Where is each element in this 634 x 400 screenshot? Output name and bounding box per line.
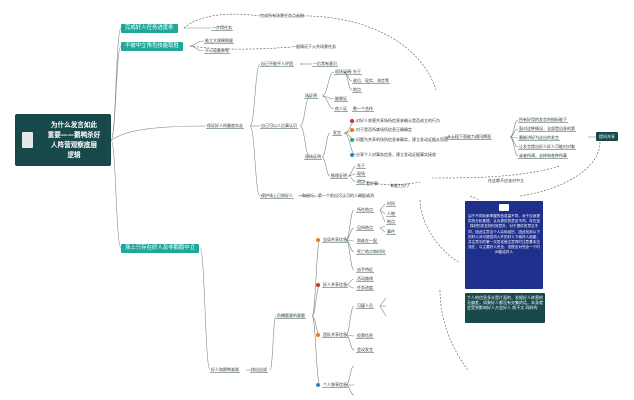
- camera-icon: [499, 204, 509, 211]
- lower-leaf-7: 可疑人员: [356, 303, 374, 309]
- leaf-neutral-a: 能之大规模限量: [204, 38, 234, 44]
- lower-leaf-0: 所在地点: [356, 207, 374, 213]
- note-top-a: 完成所有场景任务点击按: [260, 13, 304, 18]
- green-dot-icon: [350, 138, 354, 142]
- orange-dot-icon: [316, 238, 320, 242]
- right-link: 从上段下面能力通讯牌面: [446, 134, 492, 140]
- blue-dot-icon: [316, 383, 320, 387]
- red-dot-icon: [316, 283, 320, 287]
- right-list-2: 最能讲好为这出的发言: [518, 135, 560, 141]
- deep-1: 人物: [386, 211, 396, 217]
- colored-row-3: 分享个人对事务信息，建立发动证据事实接收: [356, 152, 436, 157]
- lower-leaf-8: 投票信息: [356, 333, 374, 339]
- dark-card: 个人的信息多半是片面的，发掘好人阵营的无偏差，如果好人都没有交集的话，本身就会受…: [465, 293, 545, 323]
- right-list-1: 面对这种情况，全部是自身的第: [518, 126, 576, 132]
- row-label-3: 数一个合作: [352, 106, 374, 112]
- node-protect-note: 一和经行、第一个前出可认可的人确配或消: [298, 193, 374, 198]
- root-topic: 为什么发言如此 重要——鹅鸭杀好 人阵营观察底层 逻辑: [15, 114, 111, 166]
- mid-item-4: 发言: [332, 130, 342, 136]
- row-label-2: 地点: [352, 87, 362, 93]
- mid-item-5: 现场证明: [304, 154, 322, 160]
- document-icon: [22, 132, 33, 148]
- lower-branch-0: 全局共享信息: [322, 237, 348, 243]
- lower-branch-3: 个人独享信息: [322, 382, 348, 388]
- lower-leaf-1: 见所地点: [356, 225, 374, 231]
- node-cannot-action-note: 一后常有意识: [312, 61, 338, 67]
- right-list-3: 让发言提出好人好人可能对对象: [518, 144, 576, 150]
- branch-only-talk: 场上只存在好人及非鹅鹅中立: [121, 244, 200, 253]
- right-list-0: 所有好用的发言的指标能下: [518, 117, 568, 123]
- node-observe: 阶播题意的意题: [276, 313, 306, 319]
- branch-complete-task: 完成好人任务进度条: [121, 24, 178, 33]
- right-list-4: 或者所谓，去掉和各种所事: [518, 153, 568, 159]
- orange-dot-icon: [316, 333, 320, 337]
- second-list-3: 看好事: [366, 181, 378, 186]
- mid-item-6: 推理证明: [330, 173, 348, 179]
- second-list-1: 现场: [356, 171, 366, 177]
- second-list-0: 先于: [356, 163, 366, 169]
- lower-leaf-3: 死亡地点和时间: [356, 249, 386, 255]
- blue-card: 由于不同玩家掌握的信息量不同，对于自身提供的分析推理，认为提供的意见不同，存在选…: [465, 201, 543, 289]
- deep-3: 事件: [386, 229, 396, 235]
- red-dot-icon: [350, 119, 354, 123]
- row-label-0: 先于: [352, 69, 362, 75]
- lower-branch-1: 好人共享信息: [322, 282, 348, 288]
- node-good-behave: 好人和鹅鸭渐渐: [210, 367, 240, 373]
- branch-neutral-skill: 不被中立角色技能取胜: [121, 42, 183, 51]
- second-list-2: 地点: [356, 179, 366, 185]
- highlight-note: 在这都不应该对中立: [488, 178, 524, 183]
- blue-dot-icon: [350, 153, 354, 157]
- lower-leaf-5: 活动路线: [356, 276, 374, 282]
- node-cannot-action: 自己不能平人评团: [260, 61, 294, 67]
- note-top-b: 一般情况下公共场景任务: [292, 44, 336, 49]
- node-good-behave-b: 排出出说: [250, 367, 268, 373]
- lower-leaf-6: 任务进度: [356, 285, 374, 291]
- colored-row-1: 对于是否所拿场所信息正确确定: [356, 127, 412, 132]
- mid-item-1: 现场证明: [334, 69, 352, 75]
- leaf-task-one: 一步得任务: [211, 25, 233, 31]
- lower-leaf-2: 和谁在一起: [356, 238, 378, 244]
- colored-row-2: 问题为共享的场所信息来确实，建立发动证据从而建: [356, 137, 448, 142]
- mid-item-2: 能做证: [334, 96, 348, 102]
- lower-leaf-4: 凶手特征: [356, 267, 374, 273]
- mid-item-0: 场证明: [304, 93, 318, 99]
- mid-item-3: 他人证: [334, 106, 348, 112]
- deep-0: 时间: [386, 201, 396, 207]
- node-identify-good: 保证好人的最底实走: [206, 123, 244, 129]
- colored-row-0: 对好人阵营共享场所信息来确认是否成立的行为: [356, 118, 440, 123]
- deep-2: 地点: [386, 219, 396, 225]
- node-self-prove: 自己可以人后事认识: [260, 123, 298, 129]
- lower-leaf-9: 会议发言: [356, 347, 374, 353]
- lower-branch-2: 团队共享信息: [322, 332, 348, 338]
- root-title: 为什么发言如此 重要——鹅鸭杀好 人阵营观察底层 逻辑: [47, 121, 101, 159]
- bad-note: 有能力分了: [390, 183, 410, 188]
- node-protect: 保护场上已知好人: [260, 193, 294, 199]
- right-tag: 提问共享: [596, 132, 618, 141]
- blue-card-text: 由于不同玩家掌握的信息量不同，对于自身提供的分析推理，认为提供的意见不同，存在选…: [468, 214, 540, 255]
- row-label-1: 谁后、现实、流言等: [352, 78, 390, 84]
- leaf-neutral-b: 不公现被单等: [204, 48, 230, 54]
- orange-dot-icon: [350, 128, 354, 132]
